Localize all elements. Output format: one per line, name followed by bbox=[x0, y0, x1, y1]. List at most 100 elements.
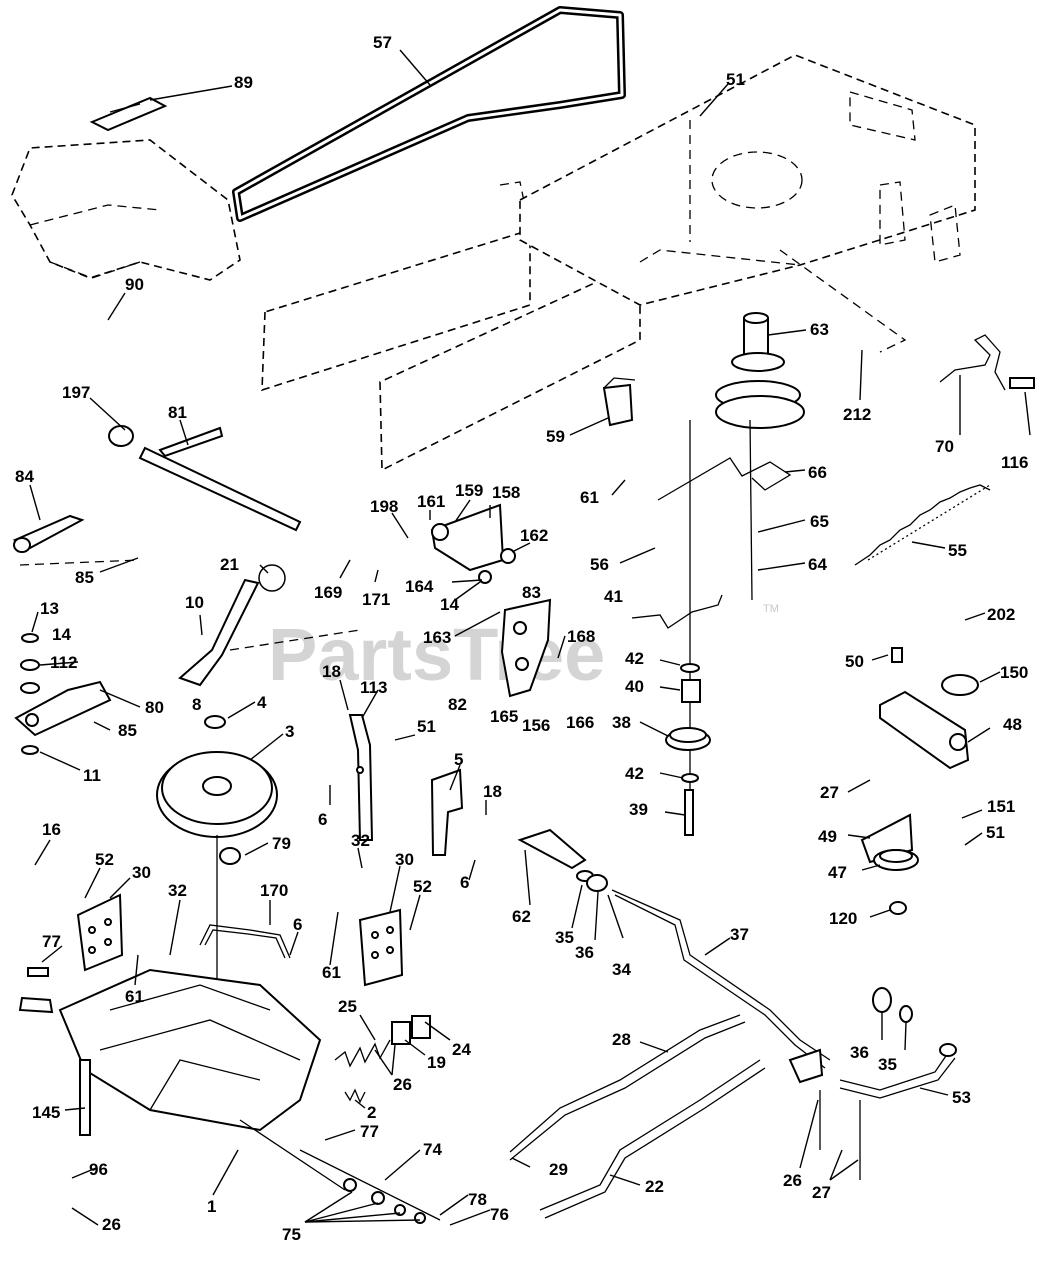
bracket-158 bbox=[430, 503, 516, 584]
callout-113: 113 bbox=[360, 678, 387, 697]
callout-70: 70 bbox=[935, 437, 954, 456]
bracket-113 bbox=[348, 714, 374, 841]
bracket-165 bbox=[500, 598, 552, 698]
callout-6c: 6 bbox=[293, 915, 302, 934]
callout-59: 59 bbox=[546, 427, 565, 446]
pulley-47 bbox=[873, 849, 919, 915]
callout-83: 83 bbox=[522, 583, 541, 602]
callout-42b: 42 bbox=[625, 764, 644, 783]
bracket-26 bbox=[788, 1048, 861, 1180]
watermark: PartsTree bbox=[268, 613, 605, 696]
callout-14: 14 bbox=[440, 595, 459, 614]
callout-57: 57 bbox=[373, 33, 392, 52]
callout-16: 16 bbox=[42, 820, 61, 839]
callout-32: 32 bbox=[351, 831, 370, 850]
callout-112: 112 bbox=[50, 653, 77, 672]
callout-14b: 14 bbox=[52, 625, 71, 644]
callout-18b: 18 bbox=[483, 782, 502, 801]
leader-lines bbox=[29, 49, 1031, 1226]
callout-11: 11 bbox=[83, 766, 101, 785]
callout-165: 165 bbox=[490, 707, 518, 726]
callout-61b: 61 bbox=[125, 987, 144, 1006]
callout-34: 34 bbox=[612, 960, 631, 979]
callout-36: 36 bbox=[575, 943, 594, 962]
callout-202: 202 bbox=[987, 605, 1015, 624]
callout-120: 120 bbox=[829, 909, 857, 928]
hood-panel bbox=[11, 139, 241, 281]
callout-53: 53 bbox=[952, 1088, 971, 1107]
bracket-89 bbox=[89, 96, 168, 132]
callout-164: 164 bbox=[405, 577, 434, 596]
callout-47: 47 bbox=[828, 863, 847, 882]
callout-42: 42 bbox=[625, 649, 644, 668]
callout-198: 198 bbox=[370, 497, 398, 516]
callout-labels: 57 51 89 90 63 212 70 116 197 81 59 61 6… bbox=[15, 33, 1028, 1244]
rod-84 bbox=[12, 514, 141, 566]
callout-2: 2 bbox=[367, 1103, 376, 1122]
bracket-30-right bbox=[358, 908, 404, 987]
callout-61: 61 bbox=[580, 488, 599, 507]
clip-41 bbox=[631, 594, 723, 629]
rod-34 bbox=[517, 828, 831, 1069]
callout-63: 63 bbox=[810, 320, 829, 339]
callout-18: 18 bbox=[322, 662, 341, 681]
callout-169: 169 bbox=[314, 583, 342, 602]
callout-40: 40 bbox=[625, 677, 644, 696]
callout-170: 170 bbox=[260, 881, 288, 900]
callout-26b: 26 bbox=[783, 1171, 802, 1190]
transmission bbox=[18, 967, 346, 1191]
rod-22 bbox=[509, 1014, 766, 1219]
callout-168: 168 bbox=[567, 627, 595, 646]
callout-29: 29 bbox=[549, 1160, 568, 1179]
callout-81: 81 bbox=[168, 403, 187, 422]
callout-48: 48 bbox=[1003, 715, 1022, 734]
callout-65: 65 bbox=[810, 512, 829, 531]
callout-84: 84 bbox=[15, 467, 34, 486]
callout-145: 145 bbox=[32, 1103, 60, 1122]
washer-36 bbox=[872, 987, 913, 1023]
callout-38: 38 bbox=[612, 713, 631, 732]
callout-39: 39 bbox=[629, 800, 648, 819]
pin-79 bbox=[219, 847, 241, 865]
callout-6: 6 bbox=[318, 810, 327, 829]
callout-4: 4 bbox=[257, 693, 267, 712]
callout-27: 27 bbox=[820, 783, 839, 802]
clip-59 bbox=[602, 377, 636, 427]
spring-55 bbox=[854, 484, 991, 566]
drive-belt bbox=[232, 6, 626, 222]
callout-62: 62 bbox=[512, 907, 531, 926]
callout-30: 30 bbox=[132, 863, 151, 882]
callout-61c: 61 bbox=[322, 963, 341, 982]
rod-170 bbox=[199, 924, 291, 959]
callout-77: 77 bbox=[42, 932, 61, 951]
callout-3: 3 bbox=[285, 722, 294, 741]
callout-89: 89 bbox=[234, 73, 253, 92]
callout-75: 75 bbox=[282, 1225, 301, 1244]
callout-49: 49 bbox=[818, 827, 837, 846]
callout-74: 74 bbox=[423, 1140, 442, 1159]
watermark-tm: TM bbox=[763, 603, 779, 615]
callout-163: 163 bbox=[423, 628, 451, 647]
callout-156: 156 bbox=[522, 716, 550, 735]
link-53 bbox=[839, 1043, 957, 1099]
callout-50: 50 bbox=[845, 652, 864, 671]
callout-52b: 52 bbox=[413, 877, 432, 896]
callout-78: 78 bbox=[468, 1190, 487, 1209]
callout-77b: 77 bbox=[360, 1122, 379, 1141]
callout-161: 161 bbox=[417, 492, 445, 511]
callout-51b: 51 bbox=[417, 717, 436, 736]
callout-85b: 85 bbox=[118, 721, 137, 740]
callout-55: 55 bbox=[948, 541, 967, 560]
callout-36b: 36 bbox=[850, 1043, 869, 1062]
bracket-5 bbox=[430, 768, 464, 856]
callout-51c: 51 bbox=[986, 823, 1005, 842]
callout-10: 10 bbox=[185, 593, 204, 612]
callout-28: 28 bbox=[612, 1030, 631, 1049]
callout-8: 8 bbox=[192, 695, 201, 714]
callout-37: 37 bbox=[730, 925, 749, 944]
spring-rod-66 bbox=[657, 457, 792, 501]
callout-116: 116 bbox=[1001, 453, 1028, 472]
bolt-116 bbox=[1009, 377, 1035, 389]
callout-159: 159 bbox=[455, 481, 483, 500]
pulley-3 bbox=[156, 715, 278, 990]
